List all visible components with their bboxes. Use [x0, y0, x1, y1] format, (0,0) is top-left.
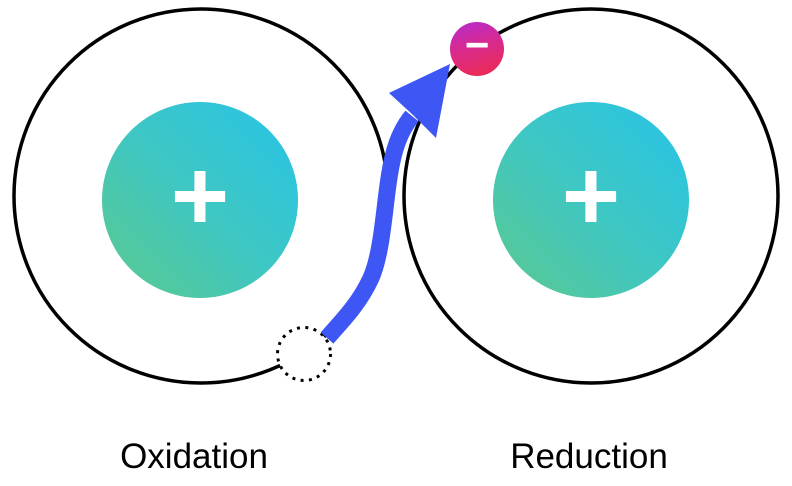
electron-vacancy-circle [276, 326, 332, 382]
minus-symbol: − [464, 21, 490, 68]
plus-symbol: + [170, 140, 230, 252]
electron: − [450, 21, 504, 76]
plus-symbol: + [561, 140, 621, 252]
atom-shell-reduction [402, 7, 780, 385]
nucleus-reduction: + [493, 102, 689, 298]
nucleus-oxidation: + [102, 102, 298, 298]
label-reduction: Reduction [510, 437, 668, 476]
electron-transfer-arrow-shaft [320, 110, 419, 344]
electron-transfer-arrow-head [389, 64, 450, 138]
label-oxidation: Oxidation [120, 437, 268, 476]
